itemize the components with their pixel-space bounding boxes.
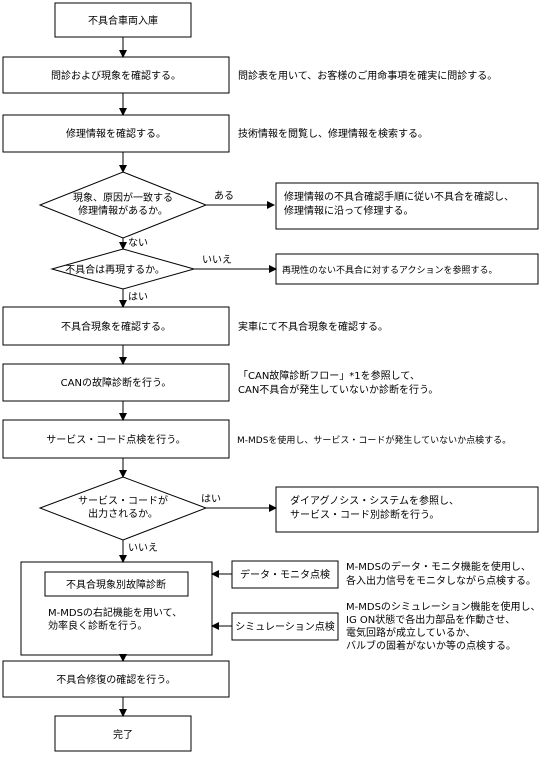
- note-text: バルブの固着がないか等の点検する。: [346, 639, 516, 652]
- decision-diamond: [38, 476, 208, 541]
- note-text: 技術情報を閲覧し、修理情報を検索する。: [238, 127, 428, 140]
- process-box: [2, 114, 230, 153]
- start-box: [54, 2, 192, 38]
- note-text: CAN不具合が発生していないか診断を行う。: [238, 383, 438, 396]
- result-text: 修理情報に沿って修理する。: [284, 204, 414, 217]
- note-text: M-MDSのデータ・モニタ機能を使用し、: [346, 560, 531, 573]
- no-label: いいえ: [128, 542, 158, 554]
- step-phenomenon-label: 不具合現象を確認する。: [61, 320, 171, 333]
- group-text: M-MDSの右記機能を用いて、: [48, 606, 182, 619]
- yes-label: はい: [128, 291, 148, 303]
- decision2-label: 不具合は再現するか。: [65, 263, 165, 276]
- yes-label: はい: [201, 493, 221, 505]
- result-box: [275, 253, 539, 285]
- decision1-label: 修理情報があるか。: [78, 204, 168, 217]
- diagnosis-group-box: [20, 561, 213, 656]
- note-text: 問診表を用いて、お客様のご用命事項を確実に問診する。: [238, 69, 497, 82]
- decision3-label: サービス・コードが: [78, 494, 168, 507]
- step-can-label: CANの故障診断を行う。: [61, 376, 172, 389]
- note-text: 各入出力信号をモニタしながら点検する。: [346, 574, 536, 587]
- note-text: IG ON状態で各出力部品を作動させ、: [346, 613, 515, 626]
- result-text: ダイアグノシス・システムを参照し、: [290, 494, 459, 507]
- note-text: 電気回路が成立しているか、: [346, 626, 476, 639]
- simulation-label: シミュレーション点検: [235, 620, 335, 633]
- result-box: [275, 486, 539, 533]
- no-label: ない: [128, 237, 148, 249]
- result-text: 修理情報の不具合確認手順に従い不具合を確認し、: [284, 190, 514, 203]
- group-text: 効率良く診断を行う。: [48, 619, 147, 632]
- end-box: [54, 715, 192, 752]
- step-repairinfo-label: 修理情報を確認する。: [66, 127, 166, 140]
- process-box: [2, 419, 230, 459]
- data-monitor-label: データ・モニタ点検: [240, 568, 330, 581]
- note-text: 「CAN故障診断フロー」*1を参照して、: [238, 369, 420, 382]
- end-label: 完了: [113, 728, 133, 741]
- decision3-label: 出力されるか。: [88, 507, 158, 520]
- process-box: [2, 56, 230, 94]
- result-box: [275, 182, 539, 230]
- yes-label: ある: [214, 190, 234, 202]
- step-confirm-label: 問診および現象を確認する。: [51, 69, 181, 82]
- note-text: 実車にて不具合現象を確認する。: [238, 320, 388, 333]
- decision-diamond: [50, 248, 196, 290]
- start-label: 不具合車両入庫: [88, 14, 158, 27]
- process-box: [2, 306, 230, 346]
- note-text: M-MDSのシミュレーション機能を使用し、: [346, 600, 541, 613]
- step-service-label: サービス・コード点検を行う。: [46, 433, 185, 446]
- process-box: [2, 660, 230, 698]
- result-text: 再現性のない不具合に対するアクションを参照する。: [282, 264, 498, 276]
- process-box: [2, 363, 230, 402]
- simulation-box: [231, 612, 339, 641]
- decision-diamond: [38, 171, 208, 239]
- decision1-label: 現象、原因が一致する: [73, 191, 173, 204]
- step-recovery-label: 不具合修復の確認を行う。: [56, 673, 175, 686]
- group-inner-label: 不具合現象別故障診断: [66, 578, 166, 591]
- inner-box: [44, 571, 189, 597]
- data-monitor-box: [231, 560, 339, 589]
- note-text: M-MDSを使用し、サービス・コードが発生していないか点検する。: [237, 434, 511, 446]
- result-text: サービス・コード別診断を行う。: [290, 508, 439, 521]
- no-label: いいえ: [202, 254, 232, 266]
